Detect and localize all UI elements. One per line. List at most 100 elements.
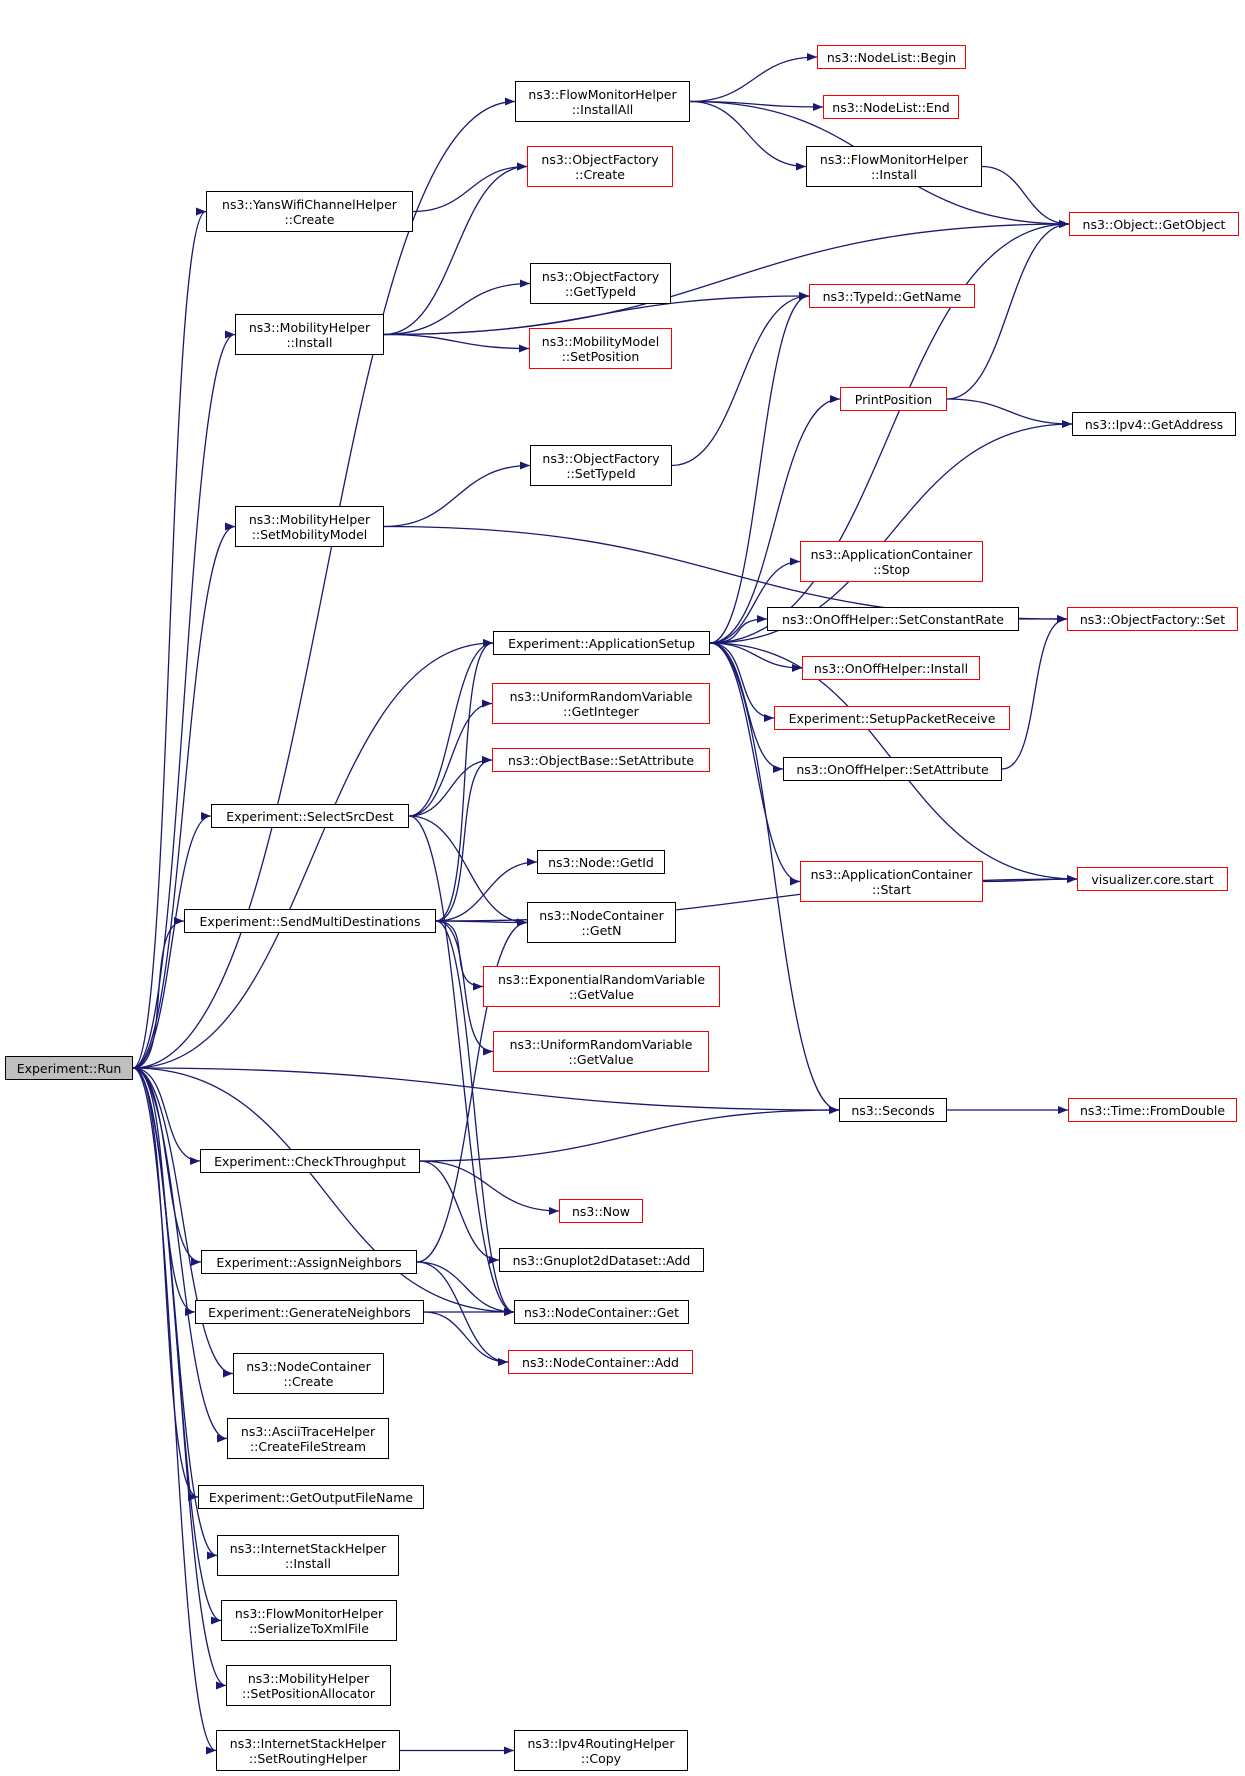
node-experiment-generateneighbors[interactable]: Experiment::GenerateNeighbors — [195, 1300, 424, 1324]
node-objectfactory-settypeid[interactable]: ns3::ObjectFactory ::SetTypeId — [530, 445, 672, 486]
node-gnuplot2ddataset-add[interactable]: ns3::Gnuplot2dDataset::Add — [499, 1248, 704, 1272]
call-edge-send_multi-to-node_getid — [435, 858, 538, 922]
node-uniformrandomvariable-getinteger[interactable]: ns3::UniformRandomVariable ::GetInteger — [492, 683, 710, 724]
call-edge-fmh_install-to-object_getobject — [981, 165, 1070, 228]
call-edge-run-to-mh_setmobilitymodel — [132, 522, 236, 1069]
call-edge-check_throughput-to-gnuplot_add — [419, 1160, 500, 1264]
node-experiment-assignneighbors[interactable]: Experiment::AssignNeighbors — [201, 1250, 417, 1274]
call-edge-yans_create-to-of_create — [412, 162, 528, 213]
node-applicationcontainer-stop[interactable]: ns3::ApplicationContainer ::Stop — [800, 541, 983, 582]
node-nodecontainer-getn[interactable]: ns3::NodeContainer ::GetN — [527, 902, 676, 943]
call-edge-app_setup-to-onoff_setconstantrate — [709, 615, 768, 644]
call-edge-run-to-yans_create — [132, 207, 207, 1069]
call-edge-mh_install-to-typeid_getname — [383, 292, 810, 336]
call-edge-printposition-to-ipv4_getaddress — [946, 398, 1073, 428]
call-edge-check_throughput-to-seconds — [419, 1106, 840, 1162]
node-exponentialrandomvariable-getvalue[interactable]: ns3::ExponentialRandomVariable ::GetValu… — [483, 966, 720, 1007]
call-edge-run-to-seconds — [132, 1067, 840, 1114]
call-edge-mh_install-to-mm_setposition — [383, 333, 530, 353]
node-experiment-run[interactable]: Experiment::Run — [5, 1056, 133, 1080]
node-ipv4routinghelper-copy[interactable]: ns3::Ipv4RoutingHelper ::Copy — [514, 1730, 688, 1771]
call-edge-run-to-select_src_dest — [132, 812, 212, 1069]
call-edge-run-to-get_output_filename — [132, 1067, 199, 1501]
node-mobilityhelper-setpositionallocator[interactable]: ns3::MobilityHelper ::SetPositionAllocat… — [226, 1665, 391, 1706]
node-applicationcontainer-start[interactable]: ns3::ApplicationContainer ::Start — [800, 861, 983, 902]
node-onoffhelper-setattribute[interactable]: ns3::OnOffHelper::SetAttribute — [783, 757, 1002, 781]
node-onoffhelper-setconstantrate[interactable]: ns3::OnOffHelper::SetConstantRate — [767, 607, 1019, 631]
call-edge-of_settypeid-to-typeid_getname — [671, 292, 810, 467]
call-edge-mh_setmobilitymodel-to-of_settypeid — [383, 461, 531, 528]
node-experiment-setuppacketreceive[interactable]: Experiment::SetupPacketReceive — [774, 706, 1010, 730]
call-edge-select_src_dest-to-ob_setattribute — [408, 756, 493, 817]
node-typeid-getname[interactable]: ns3::TypeId::GetName — [809, 284, 975, 308]
node-onoffhelper-install[interactable]: ns3::OnOffHelper::Install — [802, 656, 980, 680]
node-nodelist-begin[interactable]: ns3::NodeList::Begin — [817, 45, 966, 69]
node-experiment-selectsrcdest[interactable]: Experiment::SelectSrcDest — [211, 804, 409, 828]
call-edge-mh_install-to-object_getobject — [383, 220, 1070, 336]
call-edge-app_setup-to-printposition — [709, 395, 841, 644]
node-objectfactory-set[interactable]: ns3::ObjectFactory::Set — [1067, 607, 1238, 631]
call-edge-app_setup-to-typeid_getname — [709, 292, 810, 644]
node-mobilityhelper-setmobilitymodel[interactable]: ns3::MobilityHelper ::SetMobilityModel — [235, 506, 384, 547]
node-experiment-applicationsetup[interactable]: Experiment::ApplicationSetup — [493, 631, 710, 655]
call-edge-select_src_dest-to-nc_get — [408, 815, 515, 1316]
node-nodelist-end[interactable]: ns3::NodeList::End — [823, 95, 959, 119]
call-edge-run-to-mh_setpositionallocator — [132, 1067, 227, 1690]
call-edge-send_multi-to-app_setup — [435, 639, 494, 922]
call-edge-send_multi-to-ob_setattribute — [435, 756, 493, 922]
call-edge-run-to-send_multi — [132, 917, 185, 1069]
call-edge-generate_neighbors-to-nc_add — [423, 1311, 509, 1366]
node-nodecontainer-get[interactable]: ns3::NodeContainer::Get — [514, 1300, 689, 1324]
call-edge-app_setup-to-ipv4_getaddress — [709, 420, 1073, 644]
node-printposition[interactable]: PrintPosition — [840, 387, 947, 411]
call-edge-run-to-app_setup — [132, 639, 494, 1069]
node-asciitracehelper-createfilestream[interactable]: ns3::AsciiTraceHelper ::CreateFileStream — [227, 1418, 389, 1459]
call-edge-app_setup-to-appcont_stop — [709, 557, 801, 644]
call-edge-app_setup-to-setup_packet_receive — [709, 642, 775, 722]
call-edge-app_setup-to-seconds — [709, 642, 840, 1114]
node-mobilityhelper-install[interactable]: ns3::MobilityHelper ::Install — [235, 314, 384, 355]
node-nodecontainer-create[interactable]: ns3::NodeContainer ::Create — [233, 1353, 384, 1394]
node-internetstackhelper-setroutinghelper[interactable]: ns3::InternetStackHelper ::SetRoutingHel… — [216, 1730, 400, 1771]
call-edge-app_setup-to-appcont_start — [709, 642, 801, 886]
node-experiment-sendmultidestinations[interactable]: Experiment::SendMultiDestinations — [184, 909, 436, 933]
node-ipv4-getaddress[interactable]: ns3::Ipv4::GetAddress — [1072, 412, 1236, 436]
node-node-getid[interactable]: ns3::Node::GetId — [537, 850, 665, 874]
node-seconds[interactable]: ns3::Seconds — [839, 1098, 947, 1122]
call-edge-run-to-mh_install — [132, 330, 236, 1069]
node-flowmonitorhelper-install[interactable]: ns3::FlowMonitorHelper ::Install — [806, 146, 982, 187]
call-edge-check_throughput-to-now — [419, 1160, 560, 1215]
call-edge-select_src_dest-to-urv_getinteger — [408, 699, 493, 817]
node-object-getobject[interactable]: ns3::Object::GetObject — [1069, 212, 1239, 236]
node-objectfactory-create[interactable]: ns3::ObjectFactory ::Create — [527, 146, 673, 187]
node-flowmonitorhelper-serializetoxmlfile[interactable]: ns3::FlowMonitorHelper ::SerializeToXmlF… — [221, 1600, 397, 1641]
node-time-fromdouble[interactable]: ns3::Time::FromDouble — [1068, 1098, 1237, 1122]
call-edge-send_multi-to-urv_getvalue — [435, 920, 494, 1056]
node-objectfactory-gettypeid[interactable]: ns3::ObjectFactory ::GetTypeId — [530, 263, 671, 304]
call-edge-mh_install-to-of_create — [383, 162, 528, 336]
node-now[interactable]: ns3::Now — [559, 1199, 643, 1223]
node-internetstackhelper-install[interactable]: ns3::InternetStackHelper ::Install — [217, 1535, 399, 1576]
call-edge-select_src_dest-to-app_setup — [408, 639, 494, 817]
node-mobilitymodel-setposition[interactable]: ns3::MobilityModel ::SetPosition — [529, 328, 672, 369]
call-edge-select_src_dest-to-nc_getn — [408, 815, 528, 927]
call-edge-send_multi-to-nc_get — [435, 920, 515, 1316]
call-edge-assign_neighbors-to-nc_get — [416, 1261, 515, 1316]
node-objectbase-setattribute[interactable]: ns3::ObjectBase::SetAttribute — [492, 748, 710, 772]
node-experiment-checkthroughput[interactable]: Experiment::CheckThroughput — [200, 1149, 420, 1173]
call-edge-run-to-nc_get — [132, 1067, 515, 1316]
call-edge-printposition-to-object_getobject — [946, 220, 1070, 400]
node-uniformrandomvariable-getvalue[interactable]: ns3::UniformRandomVariable ::GetValue — [493, 1031, 709, 1072]
call-edge-fmh_installall-to-fmh_install — [689, 100, 807, 171]
call-edge-run-to-fmh_installall — [132, 97, 516, 1069]
call-edge-fmh_installall-to-nodelist_begin — [689, 53, 818, 103]
node-nodecontainer-add[interactable]: ns3::NodeContainer::Add — [508, 1350, 693, 1374]
node-yanswifichannelhelper-create[interactable]: ns3::YansWifiChannelHelper ::Create — [206, 191, 413, 232]
call-edge-onoff_setattribute-to-of_set — [1001, 615, 1068, 770]
node-experiment-getoutputfilename[interactable]: Experiment::GetOutputFileName — [198, 1485, 424, 1509]
node-flowmonitorhelper-installall[interactable]: ns3::FlowMonitorHelper ::InstallAll — [515, 81, 690, 122]
call-edge-run-to-nc_create — [132, 1067, 234, 1378]
node-visualizer-core-start[interactable]: visualizer.core.start — [1077, 867, 1228, 891]
